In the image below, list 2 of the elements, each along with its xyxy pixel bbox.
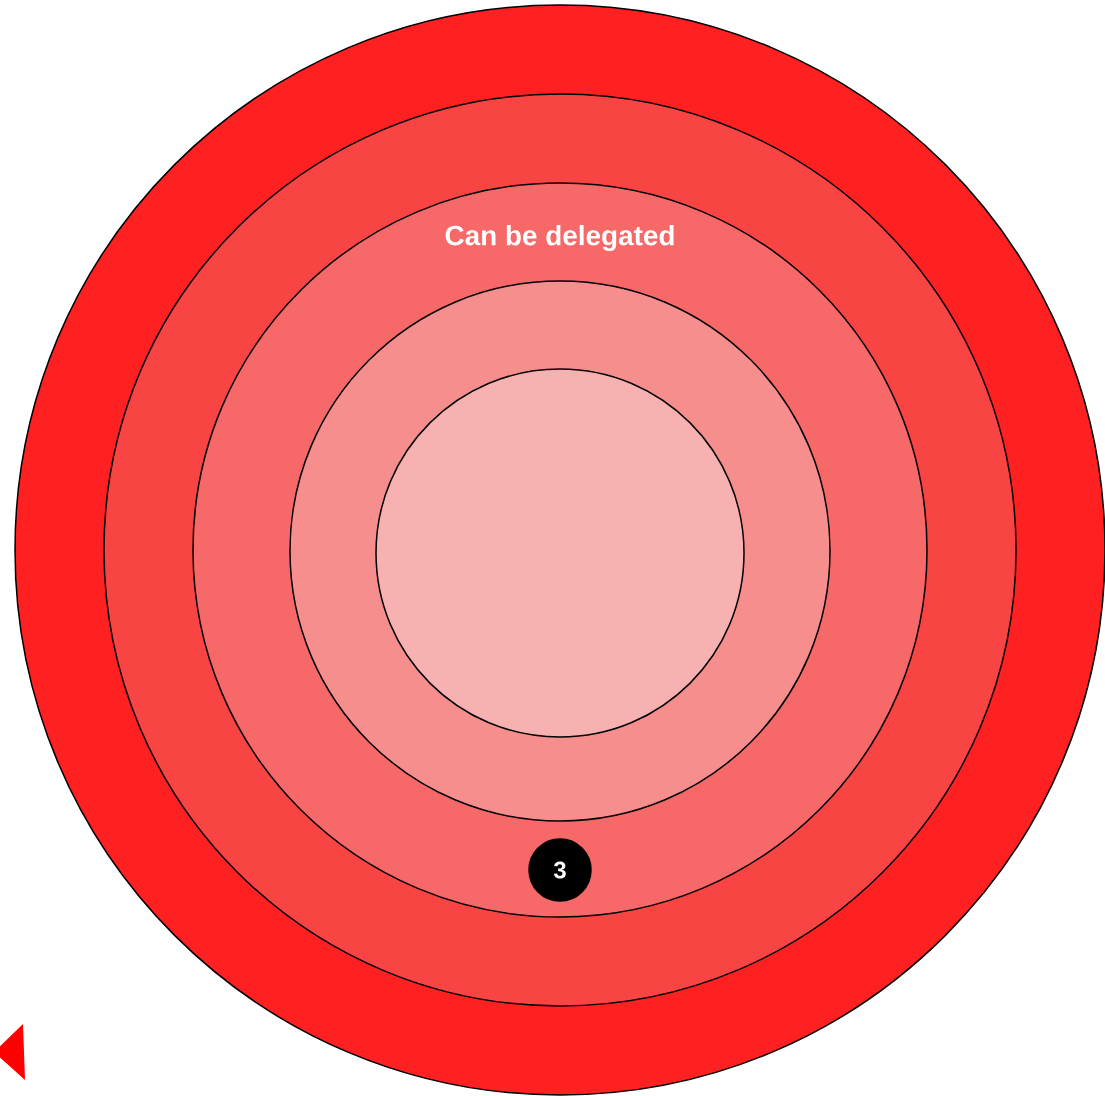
inner-circle <box>375 368 745 738</box>
number-badge: 3 <box>528 838 592 902</box>
